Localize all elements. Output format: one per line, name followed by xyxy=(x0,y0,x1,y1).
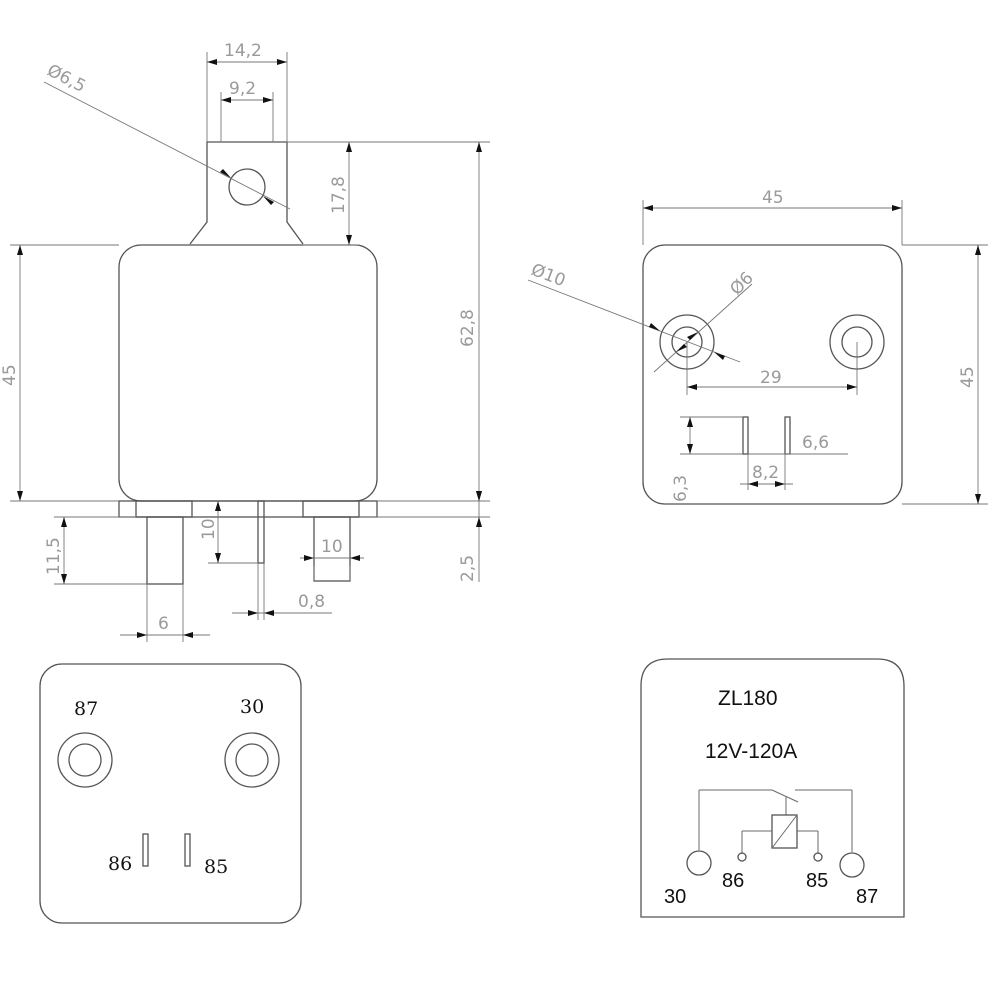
schematic-label-outline xyxy=(640,658,905,918)
dim-tab-inner: 9,2 xyxy=(229,79,256,99)
schematic-terminal-87 xyxy=(839,852,865,878)
right-pin-holder xyxy=(302,500,360,518)
side-view: 14,2 9,2 Ø6,5 17,8 62,8 45 xyxy=(0,41,490,642)
relay-body xyxy=(118,244,378,502)
dim-hole-diameter: Ø6,5 xyxy=(44,61,89,97)
dim-total-height: 62,8 xyxy=(458,309,478,347)
dim-outer-diameter: Ø10 xyxy=(528,260,568,291)
dim-top-height: 45 xyxy=(958,366,978,388)
dim-body-height: 45 xyxy=(0,364,20,386)
terminal-30-outer xyxy=(224,732,280,788)
bottom-label-85: 85 xyxy=(204,856,228,878)
schematic-terminal-86 xyxy=(737,852,747,862)
power-pin-left xyxy=(146,516,184,585)
terminal-87-inner xyxy=(68,743,102,777)
terminal-86-blade xyxy=(142,833,149,867)
terminal-87-outer xyxy=(57,732,113,788)
dim-blade-height: 6,3 xyxy=(671,475,691,502)
schematic-terminal-85 xyxy=(813,852,823,862)
dim-pin-width: 6 xyxy=(158,614,169,634)
coil-pin xyxy=(257,500,265,564)
coil-blade-right xyxy=(784,416,791,455)
schematic-label-87: 87 xyxy=(856,886,878,908)
dim-blade-spacing: 8,2 xyxy=(752,463,779,483)
mounting-tab-outline xyxy=(189,141,304,245)
dim-top-width: 45 xyxy=(762,188,784,208)
bottom-label-30: 30 xyxy=(240,696,264,718)
model-name: ZL180 xyxy=(718,687,778,710)
mounting-tab-hole xyxy=(228,168,266,206)
dim-tab-width: 14,2 xyxy=(224,41,262,61)
bottom-view: 87 30 86 85 xyxy=(39,663,302,924)
schematic-terminal-30 xyxy=(686,850,712,876)
relay-base-plate xyxy=(118,500,378,518)
bottom-label-86: 86 xyxy=(108,853,132,875)
coil-blade-left xyxy=(742,416,749,455)
dim-blade-gap: 6,6 xyxy=(802,433,829,453)
rating-text: 12V-120A xyxy=(705,740,797,763)
terminal-85-blade xyxy=(184,833,191,867)
dim-inner-diameter: Ø6 xyxy=(726,268,757,299)
wiring-schematic: ZL180 12V-120A 30 86 85 87 xyxy=(640,658,905,918)
schematic-label-85: 85 xyxy=(806,870,828,892)
power-pin-right xyxy=(313,516,351,582)
schematic-label-30: 30 xyxy=(664,886,686,908)
dim-pin-gap: 2,5 xyxy=(458,555,478,582)
dim-pin-length: 11,5 xyxy=(44,537,64,575)
dim-tab-height: 17,8 xyxy=(329,176,349,214)
top-view-outline xyxy=(642,244,903,505)
left-pin-holder xyxy=(135,500,193,518)
bottom-view-outline xyxy=(39,663,302,924)
dim-thin-pin: 0,8 xyxy=(298,592,325,612)
top-view: 45 45 Ø10 Ø6 29 6,6 8,2 xyxy=(527,188,988,505)
dim-hole-spacing: 29 xyxy=(760,368,782,388)
dim-pin-spacing: 10 xyxy=(321,537,343,557)
dim-small-pin: 10 xyxy=(199,518,219,540)
terminal-30-inner xyxy=(235,743,269,777)
bottom-label-87: 87 xyxy=(74,698,98,720)
schematic-label-86: 86 xyxy=(722,870,744,892)
